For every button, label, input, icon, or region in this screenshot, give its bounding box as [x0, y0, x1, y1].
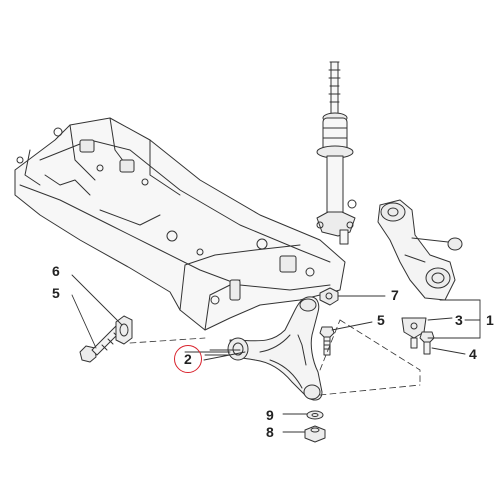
- dashed-guides: [129, 319, 421, 396]
- callout-5-left: 5: [52, 285, 60, 301]
- callout-3: 3: [455, 312, 463, 328]
- callout-4: 4: [469, 346, 477, 362]
- callout-8: 8: [266, 424, 274, 440]
- subframe: [14, 117, 346, 331]
- callout-1: 1: [486, 312, 494, 328]
- callout-9: 9: [266, 407, 274, 423]
- ball-joint: [401, 317, 427, 349]
- nut-7: [319, 287, 339, 306]
- callout-2-highlight: [174, 345, 202, 373]
- nut-8: [304, 425, 326, 443]
- callout-5-right: 5: [377, 312, 385, 328]
- washer-9: [306, 410, 324, 420]
- bushing-6: [115, 315, 133, 345]
- steering-knuckle: [377, 199, 463, 301]
- callout-7: 7: [391, 287, 399, 303]
- callout-2: 2: [184, 351, 192, 367]
- callout-6-left: 6: [52, 263, 60, 279]
- bolt-4: [419, 331, 435, 355]
- strut: [316, 61, 357, 245]
